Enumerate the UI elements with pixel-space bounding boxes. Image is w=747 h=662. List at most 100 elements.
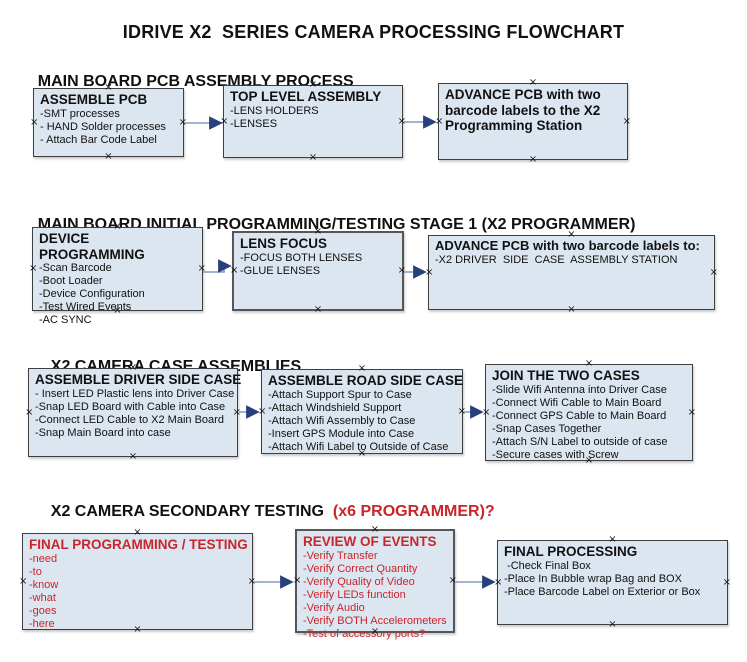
box-item: -Verify Audio [303, 601, 365, 614]
connection-point-icon: × [313, 304, 323, 315]
connection-point-icon: × [25, 406, 34, 418]
connection-point-icon: × [293, 575, 302, 586]
flow-box-advance-pcb-programming-station[interactable]: ADVANCE PCB with two barcode labels to t… [435, 78, 631, 165]
box-item: -know [29, 578, 59, 591]
connection-point-icon: × [370, 626, 380, 637]
connection-point-icon: × [448, 575, 457, 586]
box-item: -Attach Windshield Support [268, 401, 402, 414]
connection-point-icon: × [357, 363, 367, 374]
box-item: -Test of accessory ports? [303, 627, 426, 640]
box-item: -GLUE LENSES [240, 264, 321, 277]
box-title: ADVANCE PCB with two barcode labels to: [435, 238, 700, 253]
connection-point-icon: × [370, 524, 380, 535]
box-item: -LENSES [230, 117, 278, 130]
box-item: -Snap Cases Together [492, 422, 602, 435]
box-title: LENS FOCUS [240, 236, 328, 251]
box-item: -Connect GPS Cable to Main Board [492, 409, 667, 422]
section-heading-suffix: (x6 PROGRAMMER)? [328, 503, 495, 520]
box-item: - Attach Bar Code Label [40, 133, 157, 146]
flow-box-top-level-assembly[interactable]: TOP LEVEL ASSEMBLY -LENS HOLDERS -LENSES… [220, 80, 406, 163]
box-title: ASSEMBLE ROAD SIDE CASE [268, 373, 464, 388]
box-item: -LENS HOLDERS [230, 104, 319, 117]
box-title: ASSEMBLE DRIVER SIDE CASE [35, 372, 242, 387]
box-item: -Attach Wifi Label to Outside of Case [268, 440, 449, 453]
box-item: -FOCUS BOTH LENSES [240, 251, 363, 264]
connection-point-icon: × [29, 263, 38, 274]
connection-point-icon: × [608, 619, 617, 630]
flow-box-lens-focus[interactable]: LENS FOCUS -FOCUS BOTH LENSES -GLUE LENS… [230, 227, 406, 315]
box-title: FINAL PROCESSING [504, 544, 638, 559]
box-item: -X2 DRIVER SIDE CASE ASSEMBLY STATION [435, 253, 678, 266]
box-item: -Snap LED Board with Cable into Case [35, 400, 226, 413]
connection-point-icon: × [709, 266, 718, 278]
box-item: -Verify Transfer [303, 549, 378, 562]
connection-point-icon: × [425, 266, 434, 278]
flow-box-device-programming[interactable]: DEVICE PROGRAMMING -Scan Barcode -Boot L… [29, 222, 206, 327]
connection-point-icon: × [313, 226, 323, 237]
flow-box-review-of-events[interactable]: REVIEW OF EVENTS -Verify Transfer -Verif… [293, 525, 457, 640]
box-title: DEVICE PROGRAMMING [39, 231, 145, 262]
box-title: ASSEMBLE PCB [40, 92, 148, 107]
box-item: -Place Barcode Label on Exterior or Box [504, 585, 701, 598]
flow-box-assemble-road-side-case[interactable]: ASSEMBLE ROAD SIDE CASE -Attach Support … [258, 364, 466, 459]
box-item: -need [29, 552, 58, 565]
connection-point-icon: × [567, 229, 576, 240]
connection-point-icon: × [435, 115, 444, 127]
connection-point-icon: × [584, 358, 594, 369]
connection-point-icon: × [567, 304, 576, 315]
box-item: -to [29, 565, 42, 578]
connection-point-icon: × [357, 448, 367, 459]
connection-point-icon: × [133, 527, 142, 538]
flow-box-final-processing[interactable]: FINAL PROCESSING -Check Final Box -Place… [494, 535, 731, 630]
connection-point-icon: × [104, 151, 113, 162]
box-item: -Connect LED Cable to X2 Main Board [35, 413, 224, 426]
box-title: ADVANCE PCB with two barcode labels to t… [445, 87, 601, 134]
connection-point-icon: × [19, 575, 28, 587]
connection-point-icon: × [113, 221, 122, 232]
box-item: -Secure cases with Screw [492, 448, 619, 461]
box-item: -Attach Wifi Assembly to Case [268, 414, 416, 427]
box-title: FINAL PROGRAMMING / TESTING [29, 537, 248, 552]
connection-point-icon: × [104, 82, 113, 93]
box-item: -AC SYNC [39, 314, 92, 327]
connector-arrow-elbow[interactable] [203, 259, 232, 273]
box-item: -Slide Wifi Antenna into Driver Case [492, 383, 667, 396]
connection-point-icon: × [197, 263, 206, 274]
flow-box-advance-pcb-driver-side[interactable]: ADVANCE PCB with two barcode labels to: … [425, 230, 718, 315]
connection-point-icon: × [397, 265, 406, 276]
box-title: TOP LEVEL ASSEMBLY [230, 89, 382, 104]
connection-point-icon: × [30, 116, 39, 128]
box-item: -Boot Loader [39, 275, 103, 288]
flow-box-assemble-pcb[interactable]: ASSEMBLE PCB -SMT processes - HAND Solde… [30, 83, 187, 162]
flow-box-final-programming-testing[interactable]: FINAL PROGRAMMING / TESTING -need -to -k… [19, 528, 256, 635]
connection-point-icon: × [178, 116, 187, 128]
section-heading-secondary-testing: X2 CAMERA SECONDARY TESTING (x6 PROGRAMM… [33, 485, 495, 539]
connection-point-icon: × [584, 455, 594, 466]
box-item: -Device Configuration [39, 288, 145, 301]
connection-point-icon: × [722, 576, 731, 588]
connection-point-icon: × [687, 406, 696, 418]
box-item: -Place In Bubble wrap Bag and BOX [504, 572, 682, 585]
box-item: -SMT processes [40, 107, 120, 120]
box-item: -Snap Main Board into case [35, 426, 171, 439]
connection-point-icon: × [528, 154, 538, 165]
connection-point-icon: × [528, 77, 538, 88]
connection-point-icon: × [397, 115, 406, 127]
connection-point-icon: × [230, 265, 239, 276]
box-item: -Verify BOTH Accelerometers [303, 614, 447, 627]
connection-point-icon: × [482, 406, 491, 418]
flow-box-assemble-driver-side-case[interactable]: ASSEMBLE DRIVER SIDE CASE - Insert LED P… [25, 363, 242, 462]
box-item: -Insert GPS Module into Case [268, 427, 415, 440]
connection-point-icon: × [113, 305, 122, 316]
box-item: -here [29, 617, 55, 630]
connection-point-icon: × [308, 152, 318, 163]
box-item: -Attach S/N Label to outside of case [492, 435, 668, 448]
box-item: -goes [29, 604, 57, 617]
box-item: -Verify LEDs function [303, 588, 406, 601]
box-title: REVIEW OF EVENTS [303, 534, 437, 549]
box-item: - HAND Solder processes [40, 120, 166, 133]
flow-box-join-the-two-cases[interactable]: JOIN THE TWO CASES -Slide Wifi Antenna i… [482, 359, 696, 466]
box-title: JOIN THE TWO CASES [492, 368, 640, 383]
connection-point-icon: × [457, 405, 466, 417]
